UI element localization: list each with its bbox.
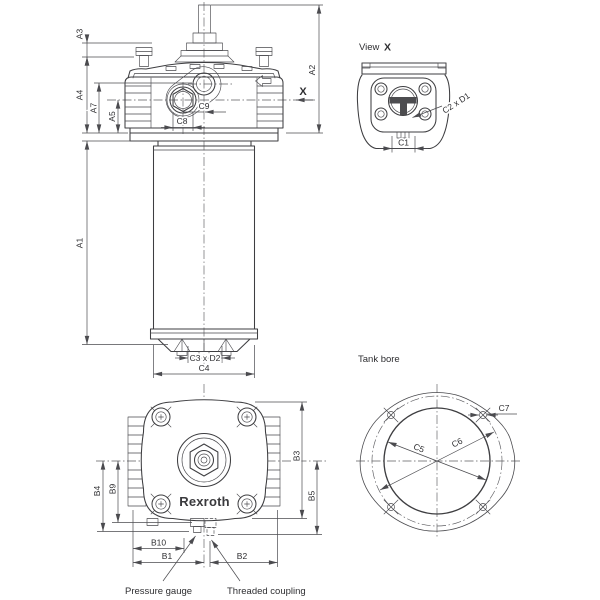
- dim-label-c1: C1: [398, 138, 409, 148]
- front-view: X: [73, 2, 323, 378]
- dim-label-c9: C9: [199, 101, 210, 111]
- bolt-hole: [383, 499, 399, 515]
- bolt-hole: [475, 407, 491, 423]
- dim-label-a3: A3: [75, 29, 85, 40]
- callout-pressure-gauge: Pressure gauge: [125, 586, 192, 597]
- port-boss: [165, 66, 222, 118]
- cover-bolt-right: [255, 47, 273, 67]
- bolt-hole: [383, 407, 399, 423]
- dim-label-b3: B3: [292, 451, 302, 462]
- bolt-hole: [475, 499, 491, 515]
- dim-label-b2: B2: [237, 551, 248, 561]
- dim-label-b1: B1: [162, 551, 173, 561]
- view-x-body: [356, 62, 451, 150]
- dim-label-c5: C5: [412, 441, 426, 454]
- filter-head: [124, 66, 284, 142]
- dim-label-c8: C8: [177, 116, 188, 126]
- dim-label-a2: A2: [307, 65, 317, 76]
- filter-element-rod: [174, 4, 235, 63]
- port-opening: [387, 85, 419, 117]
- head-ribs-right: [256, 85, 284, 122]
- top-view-dimensions: [97, 401, 322, 582]
- screw: [236, 406, 258, 428]
- callout-threaded-coupling: Threaded coupling: [227, 586, 306, 597]
- dim-label-a5: A5: [107, 111, 117, 122]
- filter-bowl: [149, 140, 259, 356]
- tank-bore-title: Tank bore: [358, 354, 400, 365]
- dim-label-c6: C6: [450, 435, 464, 449]
- brand-logo: Rexroth: [179, 494, 230, 509]
- dim-label-b4: B4: [92, 486, 102, 497]
- cover-screws: [150, 406, 258, 515]
- screw: [150, 406, 172, 428]
- tank-cutout-outline: [359, 392, 516, 532]
- center-hex-boss: [176, 432, 232, 488]
- flange-bolt-holes: [374, 82, 432, 121]
- dim-label-c2xd1: C2 x D1: [440, 90, 471, 115]
- screw: [236, 493, 258, 515]
- tank-bolt-holes: [383, 407, 491, 515]
- dim-label-c7: C7: [499, 403, 510, 413]
- bottom-ports: [146, 518, 217, 536]
- view-direction-label: X: [299, 86, 307, 98]
- dim-label-a7: A7: [89, 103, 99, 114]
- dim-label-b9: B9: [108, 484, 118, 495]
- tank-bore-view: Tank bore: [356, 354, 520, 538]
- view-x-title: View: [359, 42, 380, 53]
- centerlines: [107, 2, 315, 366]
- dim-label-c4: C4: [199, 363, 210, 373]
- dim-label-c3xd2: C3 x D2: [190, 353, 221, 363]
- screw: [150, 493, 172, 515]
- bolt-circle: [371, 395, 503, 527]
- tank-bore-dimensions: [379, 412, 517, 491]
- view-x-title-letter: X: [384, 42, 391, 54]
- dim-label-b10: B10: [151, 538, 166, 548]
- front-extension-lines: [82, 4, 323, 378]
- flow-arrow-icon: [255, 75, 272, 87]
- front-dimension-lines: [84, 5, 322, 377]
- bowl-end-cap: [157, 338, 251, 356]
- threaded-coupling-port: [204, 518, 217, 536]
- dim-label-b5: B5: [307, 491, 317, 502]
- dim-label-a1: A1: [75, 238, 85, 249]
- top-cover: [140, 399, 269, 522]
- cover-bolt-left: [135, 47, 153, 67]
- view-x-dimensions: [379, 105, 443, 153]
- dim-label-a4: A4: [75, 90, 85, 101]
- view-x: View X: [356, 42, 474, 153]
- head-ribs-left: [124, 85, 152, 122]
- top-view: Rexroth: [90, 384, 326, 597]
- tank-bore-centerlines: [356, 384, 520, 538]
